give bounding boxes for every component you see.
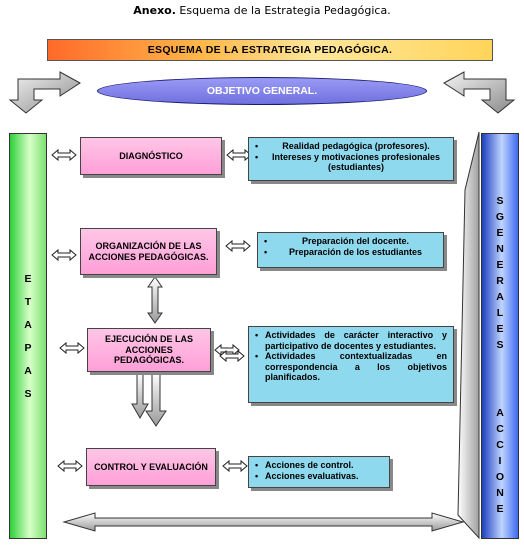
bent-arrow-left <box>8 71 81 114</box>
caption-prefix: Anexo. <box>133 4 176 17</box>
link-arrow-action-3b <box>219 349 245 363</box>
stage-control-evaluacion: CONTROL Y EVALUACIÓN <box>86 448 216 486</box>
column-letter: N <box>496 487 504 499</box>
column-letter: S <box>496 339 504 351</box>
link-arrow-stage-4 <box>57 459 83 473</box>
action-item: Acciones de control. <box>255 460 383 471</box>
column-letter: C <box>496 439 504 451</box>
column-letter: S <box>24 388 32 400</box>
action-item: Acciones evaluativas. <box>255 471 383 482</box>
vertical-arrow-2b <box>145 372 167 427</box>
objective-oval: OBJETIVO GENERAL. <box>97 77 427 105</box>
link-arrow-stage-1 <box>51 148 77 162</box>
column-letter: A <box>496 407 504 419</box>
column-letter: A <box>496 291 504 303</box>
column-letter: T <box>24 296 32 308</box>
bent-arrow-right <box>443 71 516 114</box>
link-arrows-left <box>51 148 85 473</box>
column-letter: L <box>496 307 504 319</box>
column-letter: O <box>495 471 505 483</box>
vertical-double-arrow-1 <box>147 276 163 324</box>
stage-ejecucion: EJECUCIÓN DE LAS ACCIONES PEDAGÓGICAS. <box>87 328 211 372</box>
action-item: Preparación del docente. <box>264 236 437 247</box>
column-letter: A <box>24 319 32 331</box>
column-letter: N <box>496 243 504 255</box>
actions-box-4: Acciones de control. Acciones evaluativa… <box>248 456 390 488</box>
link-arrow-stage-2 <box>51 248 77 262</box>
link-arrow-action-2 <box>225 239 251 253</box>
column-letter: I <box>498 455 502 467</box>
column-letter: G <box>495 211 505 223</box>
column-letter: E <box>496 323 504 335</box>
right-triangle-shape <box>457 131 480 540</box>
column-letter: E <box>24 273 32 285</box>
column-letter: E <box>496 259 504 271</box>
diagram-title-banner: ESQUEMA DE LA ESTRATEGIA PEDAGÓGICA. <box>47 39 493 61</box>
link-arrow-stage-3 <box>59 341 85 355</box>
caption-text: Esquema de la Estrategia Pedagógica. <box>179 4 391 17</box>
stage-organizacion: ORGANIZACIÓN DE LAS ACCIONES PEDAGÓGICAS… <box>80 228 217 275</box>
link-arrow-action-3a <box>214 343 240 357</box>
column-letter: P <box>24 342 32 354</box>
link-arrows-right <box>214 148 252 473</box>
action-item: Actividades contextualizadas en correspo… <box>255 351 447 383</box>
column-letter: R <box>496 275 504 287</box>
figure-caption: Anexo. Esquema de la Estrategia Pedagógi… <box>0 4 524 17</box>
link-arrow-action-4 <box>222 459 248 473</box>
actions-box-2: Preparación del docente. Preparación de … <box>257 232 444 268</box>
action-item: Realidad pedagógica (profesores). <box>255 141 447 152</box>
action-item: Intereses y motivaciones profesionales (… <box>255 152 447 173</box>
actions-box-1: Realidad pedagógica (profesores). Intere… <box>248 137 454 181</box>
column-letter: C <box>496 423 504 435</box>
column-letter: E <box>496 503 504 515</box>
stage-diagnostico: DIAGNÓSTICO <box>80 137 222 175</box>
column-letter: S <box>496 195 504 207</box>
actions-box-3: Actividades de carácter interactivo y pa… <box>248 326 454 403</box>
bottom-double-arrow <box>62 512 465 532</box>
column-letter: A <box>24 365 32 377</box>
action-item: Actividades de carácter interactivo y pa… <box>255 330 447 351</box>
vertical-arrow-2a <box>131 372 149 420</box>
column-letter: E <box>496 227 504 239</box>
action-item: Preparación de los estudiantes <box>264 247 437 258</box>
